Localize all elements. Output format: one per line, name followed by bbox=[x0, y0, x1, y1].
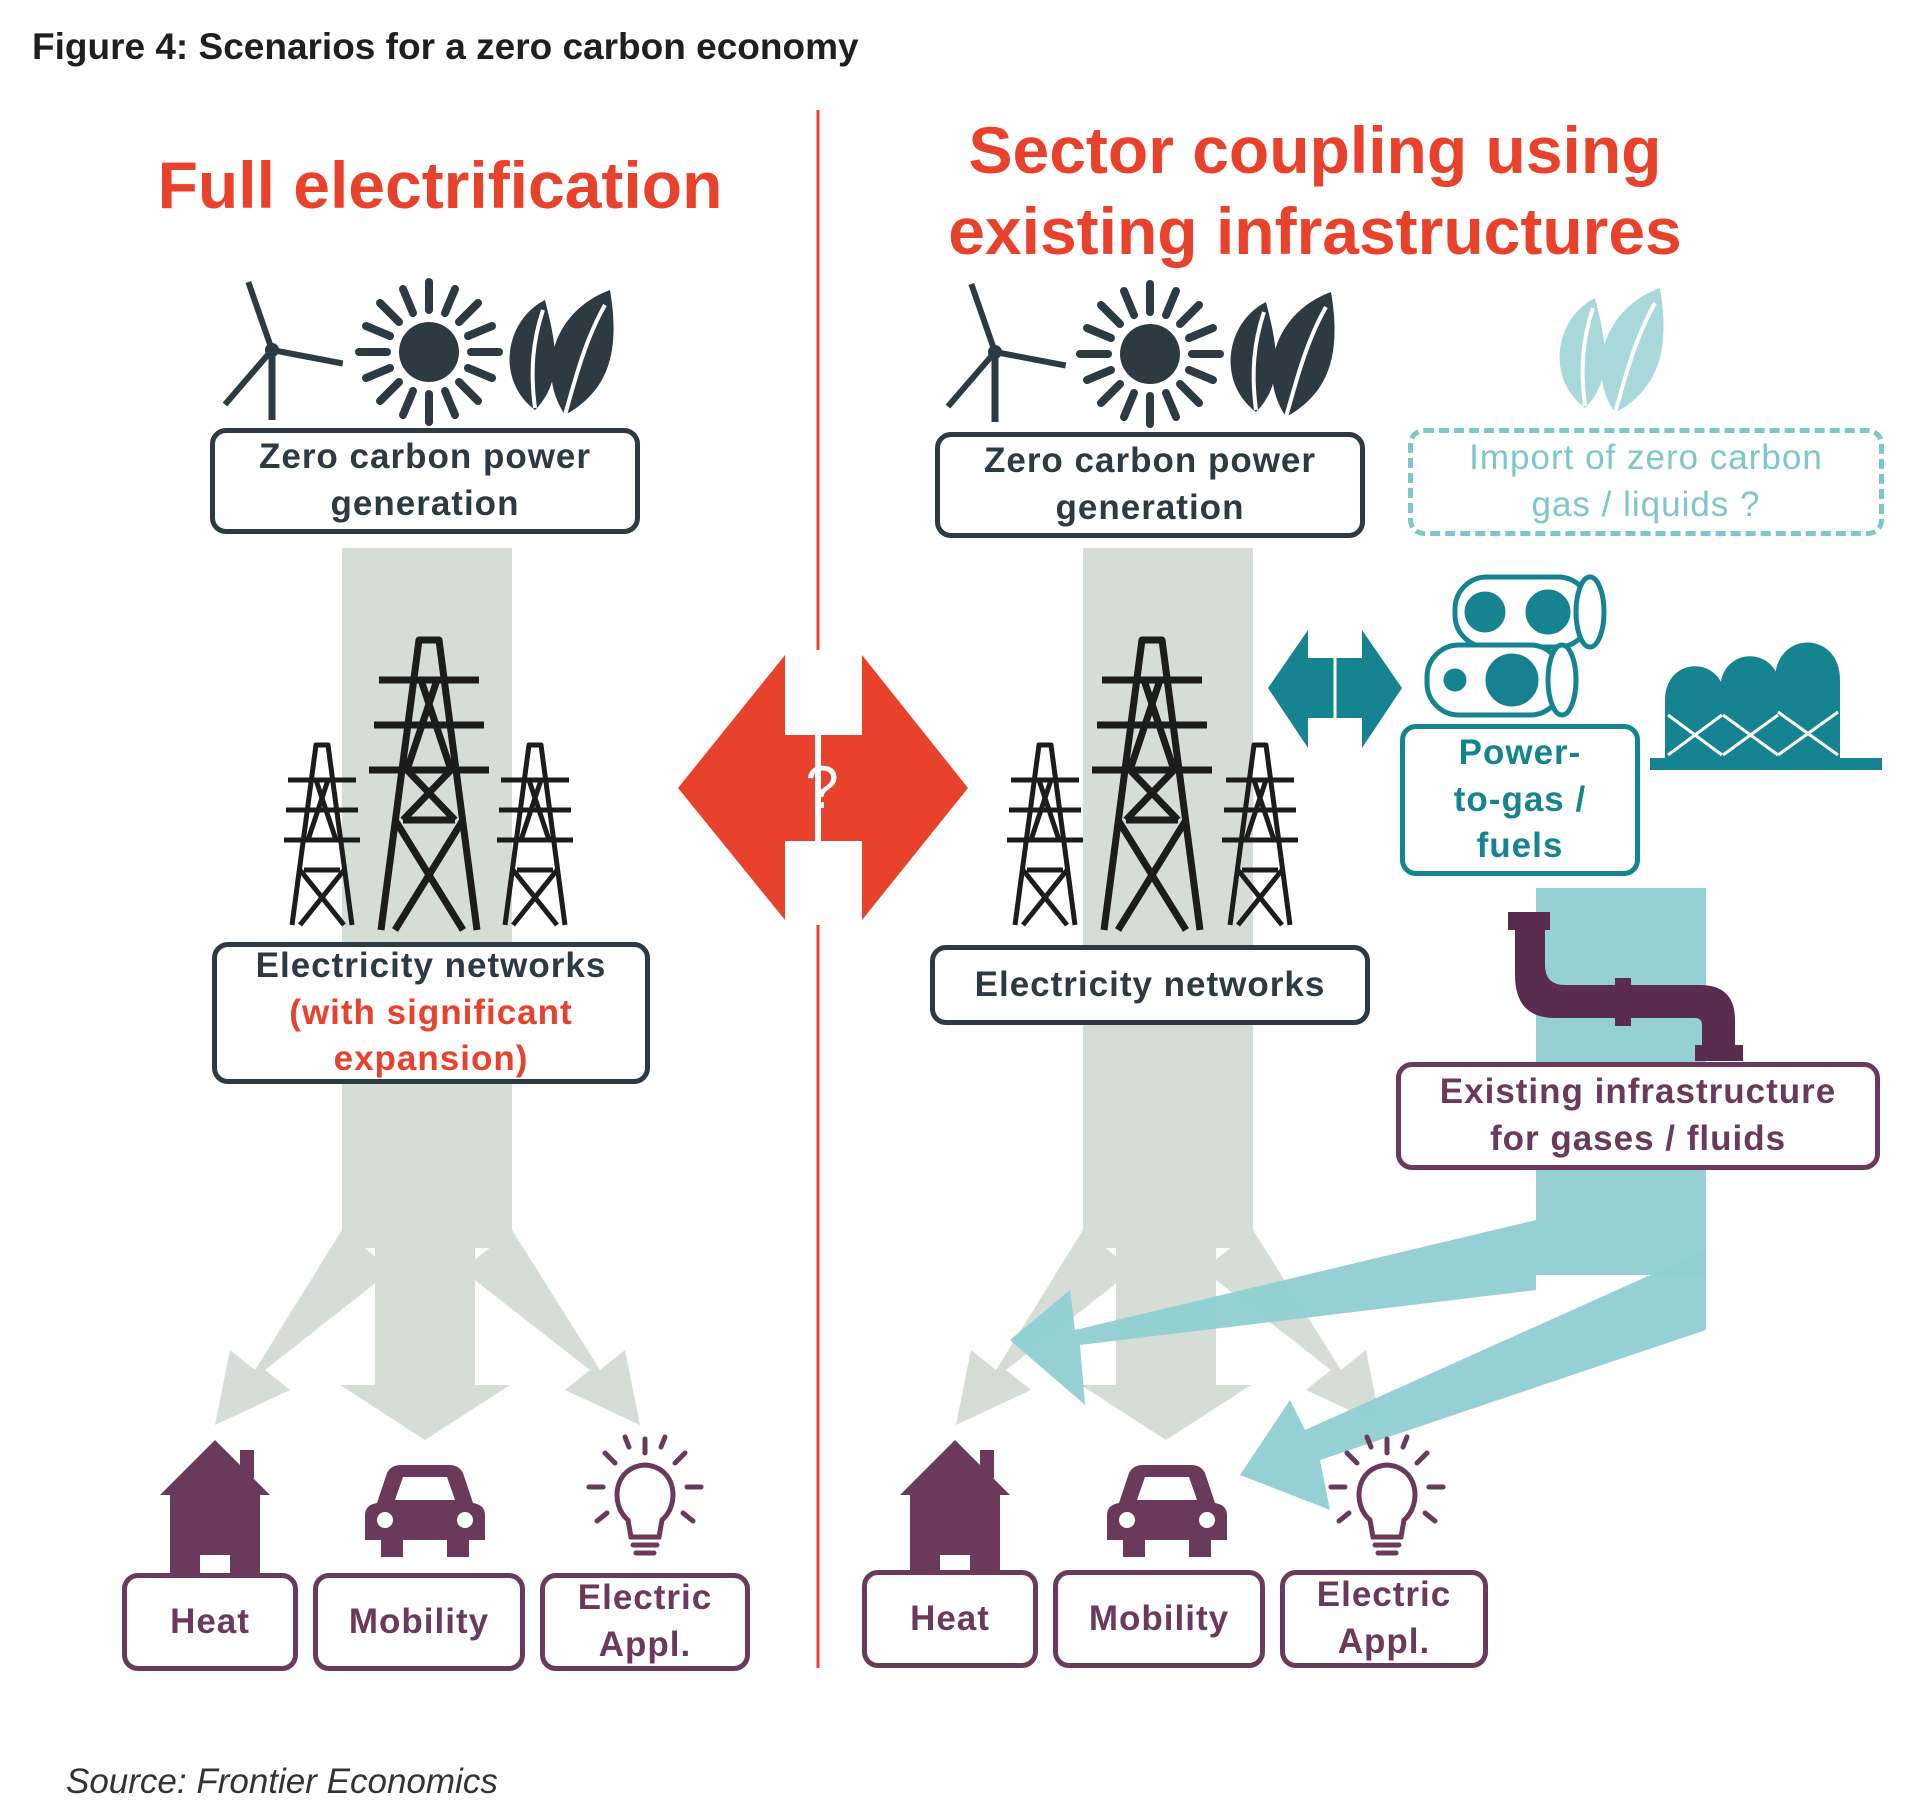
sun-icon bbox=[359, 282, 499, 422]
pylon-icon bbox=[1007, 745, 1083, 925]
gas-tank-icon bbox=[1650, 642, 1882, 770]
left-generation-box: Zero carbon power generation bbox=[210, 428, 640, 534]
left-generation-label: Zero carbon power generation bbox=[258, 437, 592, 523]
wind-turbine-icon bbox=[223, 281, 344, 420]
left-networks-label: Electricity networks bbox=[255, 945, 607, 985]
left-networks-box: Electricity networks (with significant e… bbox=[212, 942, 650, 1084]
light-bulb-icon bbox=[589, 1437, 701, 1553]
battery-icon bbox=[1424, 574, 1607, 718]
figure-title: Figure 4: Scenarios for a zero carbon ec… bbox=[32, 26, 859, 67]
power-to-gas-label: Power-to-gas / fuels bbox=[1453, 732, 1587, 866]
left-electricity-flow bbox=[215, 548, 640, 1440]
pipe-icon bbox=[1508, 912, 1743, 1061]
left-mobility-box: Mobility bbox=[313, 1573, 525, 1671]
left-heat-box: Heat bbox=[122, 1573, 298, 1671]
import-box: Import of zero carbon gas / liquids ? bbox=[1408, 428, 1884, 536]
right-heat-box: Heat bbox=[862, 1570, 1038, 1668]
left-electric-appl-label: Electric Appl. bbox=[577, 1578, 713, 1664]
car-icon bbox=[365, 1465, 485, 1557]
question-mark: ? bbox=[805, 754, 838, 821]
right-heat-label: Heat bbox=[910, 1598, 990, 1638]
right-networks-box: Electricity networks bbox=[930, 945, 1370, 1025]
right-networks-label: Electricity networks bbox=[974, 964, 1326, 1004]
right-mobility-label: Mobility bbox=[1088, 1598, 1230, 1638]
import-label: Import of zero carbon gas / liquids ? bbox=[1469, 438, 1823, 524]
double-arrow-icon bbox=[1268, 630, 1402, 748]
light-bulb-icon bbox=[1331, 1437, 1443, 1553]
left-scenario-heading: Full electrification bbox=[157, 148, 723, 222]
leaf-icon bbox=[1557, 286, 1666, 415]
right-generation-box: Zero carbon power generation bbox=[935, 432, 1365, 538]
leaf-icon bbox=[507, 288, 616, 417]
left-networks-expansion-label: (with significant expansion) bbox=[289, 992, 573, 1079]
left-electric-appl-box: Electric Appl. bbox=[540, 1573, 750, 1671]
right-generation-label: Zero carbon power generation bbox=[983, 441, 1317, 527]
right-mobility-box: Mobility bbox=[1053, 1570, 1265, 1668]
double-arrow-icon: ? bbox=[678, 650, 968, 925]
leaf-icon bbox=[1228, 290, 1337, 419]
left-heat-label: Heat bbox=[170, 1601, 250, 1641]
existing-infrastructure-box: Existing infrastructure for gases / flui… bbox=[1396, 1062, 1880, 1170]
right-electric-appl-label: Electric Appl. bbox=[1316, 1575, 1452, 1661]
sun-icon bbox=[1080, 284, 1220, 424]
car-icon bbox=[1107, 1465, 1227, 1557]
source-note: Source: Frontier Economics bbox=[66, 1762, 498, 1801]
right-scenario-heading: Sector coupling using existing infrastru… bbox=[948, 113, 1682, 268]
right-electric-appl-box: Electric Appl. bbox=[1280, 1570, 1488, 1668]
power-to-gas-box: Power-to-gas / fuels bbox=[1400, 724, 1640, 876]
left-mobility-label: Mobility bbox=[348, 1601, 490, 1641]
existing-infrastructure-label: Existing infrastructure for gases / flui… bbox=[1439, 1072, 1837, 1158]
wind-turbine-icon bbox=[946, 283, 1067, 422]
